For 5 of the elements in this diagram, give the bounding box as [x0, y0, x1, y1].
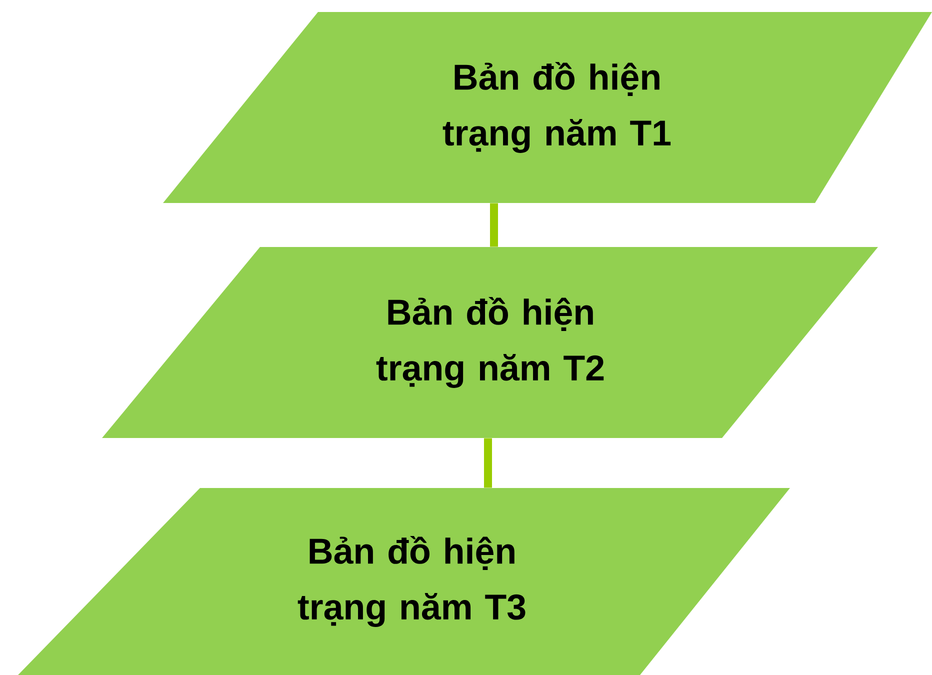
connector-line: [490, 203, 498, 247]
connector-line: [484, 438, 492, 488]
parallelogram-box: Bản đồ hiện trạng năm T3: [18, 488, 790, 675]
parallelogram-box: Bản đồ hiện trạng năm T1: [163, 12, 932, 203]
parallelogram-box: Bản đồ hiện trạng năm T2: [102, 246, 878, 438]
